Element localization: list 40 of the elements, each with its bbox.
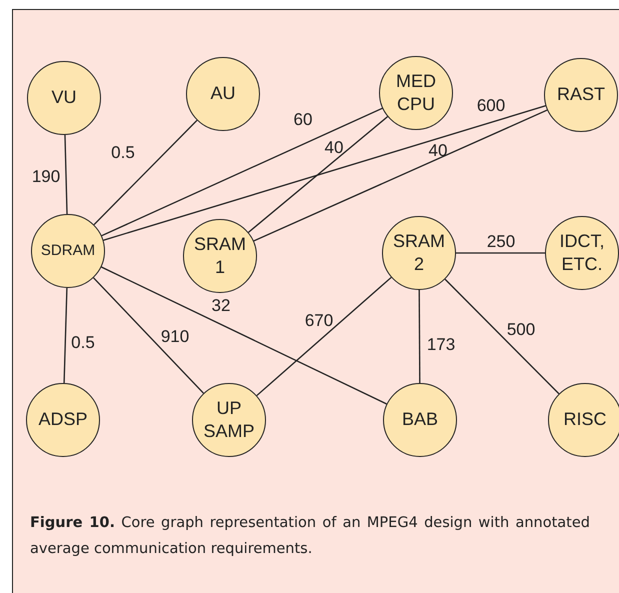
connector-line — [248, 116, 388, 233]
node-label: AU — [209, 82, 236, 106]
edge-label: 190 — [32, 167, 60, 187]
connector-line — [64, 134, 68, 214]
connector-line — [254, 109, 548, 242]
edge-label: 40 — [324, 138, 344, 158]
edge-label: 40 — [428, 141, 448, 161]
node-label: RAST — [556, 83, 606, 106]
connector-line — [101, 266, 387, 405]
edge-label: 60 — [294, 110, 312, 130]
edge-label: 670 — [304, 311, 334, 331]
edge-label: 32 — [212, 296, 230, 316]
node-label: ADSP — [37, 408, 89, 432]
connector-line — [94, 120, 198, 226]
connector-line — [456, 252, 545, 254]
connector-line — [93, 277, 204, 394]
connector-line — [256, 276, 392, 396]
connector-line — [63, 288, 68, 384]
node-label: SRAM 2 — [392, 230, 446, 276]
edge-label: 250 — [486, 232, 516, 252]
edge-label: 0.5 — [111, 143, 135, 163]
connector-line — [101, 108, 383, 236]
node-label: SDRAM — [40, 241, 96, 261]
edge-label: 173 — [426, 335, 456, 355]
node-label: MED CPU — [395, 70, 437, 116]
node-label: UP SAMP — [202, 396, 256, 443]
node-label: IDCT, ETC. — [558, 230, 606, 276]
node-label: SRAM 1 — [192, 232, 247, 279]
edge-label: 910 — [160, 327, 190, 347]
connector-line — [103, 105, 546, 241]
node-label: BAB — [400, 408, 440, 432]
figure-caption: Figure 10. Core graph representation of an MPEG4 design with annotated average communication requirements. — [30, 514, 590, 559]
node-label: RISC — [562, 408, 608, 432]
edge-label: 500 — [506, 320, 536, 340]
node-label: VU — [50, 86, 78, 110]
edge-label: 0.5 — [71, 333, 95, 353]
node-circle — [31, 214, 105, 288]
connector-line — [418, 290, 420, 383]
connector-line — [444, 278, 560, 394]
edge-label: 600 — [476, 96, 506, 116]
